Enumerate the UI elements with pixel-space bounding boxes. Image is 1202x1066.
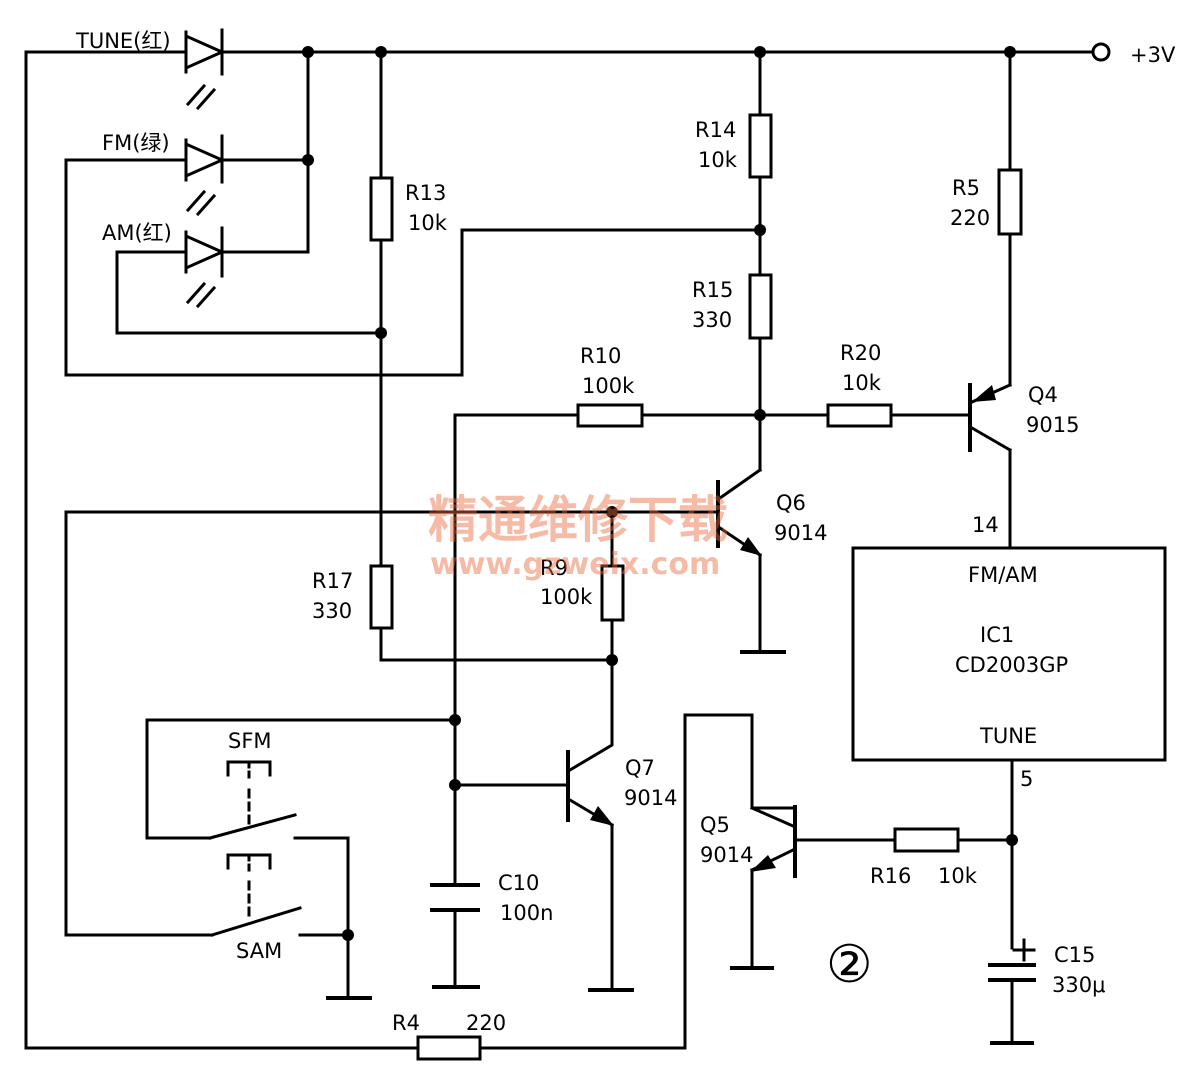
q5-value: 9014 bbox=[700, 843, 753, 867]
resistor-r17 bbox=[369, 564, 394, 630]
ic-part-label: CD2003GP bbox=[955, 653, 1068, 677]
q7-value: 9014 bbox=[624, 786, 677, 810]
c15-value: 330μ bbox=[1052, 973, 1105, 997]
junction-dots bbox=[302, 46, 1018, 941]
pin14-label: 14 bbox=[972, 513, 999, 537]
q6-name: Q6 bbox=[776, 491, 806, 515]
r4-value: 220 bbox=[466, 1011, 506, 1035]
r5-value: 220 bbox=[950, 206, 990, 230]
capacitor-c15-icon bbox=[988, 938, 1036, 982]
labels: TUNE(红) FM(绿) AM(红) +3V R14 10k R13 10k … bbox=[75, 29, 1176, 1035]
capacitor-c10-icon bbox=[430, 883, 480, 912]
r20-value: 10k bbox=[842, 371, 882, 395]
r15-name: R15 bbox=[692, 278, 733, 302]
r14-value: 10k bbox=[698, 148, 738, 172]
transistor-q4-icon bbox=[966, 383, 1013, 453]
led-am-icon bbox=[184, 226, 226, 309]
r13-name: R13 bbox=[405, 181, 446, 205]
transistor-q5-icon bbox=[749, 805, 797, 878]
r16-value: 10k bbox=[938, 864, 978, 888]
c10-value: 100n bbox=[500, 901, 553, 925]
sam-label: SAM bbox=[236, 939, 282, 963]
q4-name: Q4 bbox=[1028, 383, 1058, 407]
wires bbox=[24, 50, 1099, 1050]
c10-name: C10 bbox=[498, 871, 539, 895]
c15-name: C15 bbox=[1054, 943, 1095, 967]
fm-led-label: FM(绿) bbox=[102, 131, 170, 155]
ic-name-label: IC1 bbox=[980, 623, 1014, 647]
r4-name: R4 bbox=[392, 1011, 420, 1035]
r10-name: R10 bbox=[580, 344, 621, 368]
sfm-label: SFM bbox=[228, 729, 272, 753]
resistor-r15 bbox=[748, 273, 773, 340]
r16-name: R16 bbox=[870, 864, 911, 888]
r13-value: 10k bbox=[408, 211, 448, 235]
r15-value: 330 bbox=[692, 308, 732, 332]
resistor-r4 bbox=[416, 1035, 482, 1061]
resistor-r20 bbox=[826, 403, 893, 428]
resistor-r16 bbox=[893, 827, 960, 853]
r5-name: R5 bbox=[952, 176, 980, 200]
switch-sfm-icon bbox=[208, 760, 297, 840]
resistor-r10 bbox=[576, 403, 644, 428]
supply-terminal-icon bbox=[1091, 42, 1111, 62]
led-tune-icon bbox=[184, 28, 226, 111]
led-fm-icon bbox=[184, 134, 226, 217]
ic-tune-label: TUNE bbox=[979, 724, 1037, 748]
transistor-q7-icon bbox=[566, 718, 615, 828]
r17-name: R17 bbox=[312, 569, 353, 593]
q7-name: Q7 bbox=[625, 756, 655, 780]
figure-number: ② bbox=[826, 935, 873, 995]
am-led-label: AM(红) bbox=[102, 221, 172, 245]
watermark: 精通维修下载 www.gzweix.com bbox=[428, 491, 728, 582]
r9-name: R9 bbox=[540, 556, 568, 580]
r9-value: 100k bbox=[540, 585, 593, 609]
r14-name: R14 bbox=[695, 118, 736, 142]
resistor-r14 bbox=[748, 113, 773, 179]
supply-label: +3V bbox=[1130, 43, 1176, 67]
pin5-label: 5 bbox=[1020, 767, 1033, 791]
watermark-chinese: 精通维修下载 bbox=[428, 491, 728, 549]
switch-sam-icon bbox=[210, 853, 302, 937]
q6-value: 9014 bbox=[774, 521, 827, 545]
r20-name: R20 bbox=[840, 341, 881, 365]
watermark-url: www.gzweix.com bbox=[430, 547, 720, 582]
r10-value: 100k bbox=[582, 374, 635, 398]
ic1-box bbox=[851, 546, 1167, 762]
r17-value: 330 bbox=[312, 599, 352, 623]
q5-name: Q5 bbox=[700, 813, 730, 837]
resistor-r13 bbox=[369, 176, 394, 242]
resistor-r9 bbox=[600, 564, 625, 622]
transistor-q6-icon bbox=[716, 467, 763, 558]
resistor-r5 bbox=[997, 168, 1023, 236]
tune-led-label: TUNE(红) bbox=[75, 29, 171, 53]
ic-mode-label: FM/AM bbox=[968, 563, 1038, 587]
q4-value: 9015 bbox=[1026, 413, 1079, 437]
